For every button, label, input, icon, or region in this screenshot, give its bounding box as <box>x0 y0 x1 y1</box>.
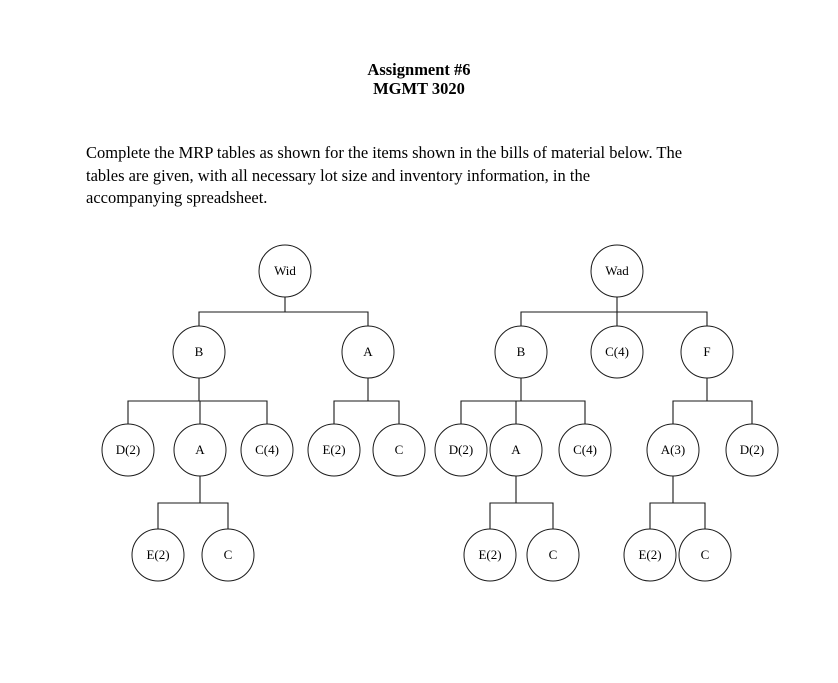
bom-node-wid-b-a: A <box>173 423 227 477</box>
bom-node-wad-b-c4: C(4) <box>558 423 612 477</box>
node-label-wid-b: B <box>195 344 204 359</box>
connector-wad-b-a <box>489 475 554 530</box>
node-circle-wid-b-a <box>173 423 227 477</box>
bom-node-wad-b-a-c: C <box>526 528 580 582</box>
bom-node-wid-root: Wid <box>258 244 312 298</box>
connector-wid-b-a <box>157 475 229 530</box>
node-label-wid-b-a: A <box>195 442 205 457</box>
node-circle-wid-a <box>341 325 395 379</box>
bom-node-wad-b-a: A <box>489 423 543 477</box>
node-circle-wad-f-a3-c <box>678 528 732 582</box>
node-circle-wid-b-a-c <box>201 528 255 582</box>
bom-node-wad-b-d2: D(2) <box>434 423 488 477</box>
instructions-text: Complete the MRP tables as shown for the… <box>86 143 683 207</box>
node-label-wad-b-a: A <box>511 442 521 457</box>
node-label-wad-b-a-e2: E(2) <box>478 547 501 562</box>
node-label-wad-b-d2: D(2) <box>449 442 474 457</box>
title-line-course: MGMT 3020 <box>373 79 465 98</box>
node-circle-wad-b-a-e2 <box>463 528 517 582</box>
connector-wid-a <box>333 377 400 425</box>
connector-wid-b <box>127 377 268 425</box>
node-circle-wad-f <box>680 325 734 379</box>
node-circle-wad-b-d2 <box>434 423 488 477</box>
connector-wad-f <box>672 377 753 425</box>
bom-node-wad-root: Wad <box>590 244 644 298</box>
node-label-wid-a-c: C <box>395 442 404 457</box>
connector-wad-b <box>460 377 586 425</box>
title-line-assignment: Assignment #6 <box>367 60 471 79</box>
bom-node-wad-b-a-e2: E(2) <box>463 528 517 582</box>
node-label-wad-f-a3: A(3) <box>661 442 686 457</box>
bom-node-wid-b-a-c: C <box>201 528 255 582</box>
bom-node-wid-b: B <box>172 325 226 379</box>
node-circle-wid-b-c4 <box>240 423 294 477</box>
node-circle-wid-a-e2 <box>307 423 361 477</box>
page-title: Assignment #6 MGMT 3020 <box>0 60 838 98</box>
bom-node-wad-f: F <box>680 325 734 379</box>
node-circle-wid-b-d2 <box>101 423 155 477</box>
node-circle-wad-root <box>590 244 644 298</box>
bom-node-wad-f-a3-c: C <box>678 528 732 582</box>
node-label-wid-b-a-c: C <box>224 547 233 562</box>
bom-node-wad-b: B <box>494 325 548 379</box>
node-circle-wad-b-c4 <box>558 423 612 477</box>
node-circle-wad-b-a-c <box>526 528 580 582</box>
node-label-wad-root: Wad <box>605 263 629 278</box>
bom-node-wid-b-d2: D(2) <box>101 423 155 477</box>
bom-node-wid-b-c4: C(4) <box>240 423 294 477</box>
node-label-wid-a: A <box>363 344 373 359</box>
node-label-wad-f-a3-e2: E(2) <box>638 547 661 562</box>
instructions-paragraph: Complete the MRP tables as shown for the… <box>86 142 686 210</box>
node-circle-wid-b-a-e2 <box>131 528 185 582</box>
node-label-wad-b-c4: C(4) <box>573 442 597 457</box>
bom-node-wad-f-a3: A(3) <box>646 423 700 477</box>
bom-node-wad-c4: C(4) <box>590 325 644 379</box>
node-circle-wad-c4 <box>590 325 644 379</box>
node-label-wid-b-a-e2: E(2) <box>146 547 169 562</box>
node-label-wad-b: B <box>517 344 526 359</box>
node-circle-wid-a-c <box>372 423 426 477</box>
bom-node-wid-a-e2: E(2) <box>307 423 361 477</box>
node-circle-wad-b-a <box>489 423 543 477</box>
node-label-wad-f-a3-c: C <box>701 547 710 562</box>
connector-wad-root <box>520 296 708 327</box>
connector-lines-layer <box>127 296 753 530</box>
node-circle-wad-f-a3-e2 <box>623 528 677 582</box>
connector-wad-f-a3 <box>649 475 706 530</box>
node-circle-wid-b <box>172 325 226 379</box>
node-circle-wad-f-d2 <box>725 423 779 477</box>
node-label-wid-b-d2: D(2) <box>116 442 141 457</box>
bom-node-wid-a: A <box>341 325 395 379</box>
node-circle-wid-root <box>258 244 312 298</box>
node-circle-wad-b <box>494 325 548 379</box>
node-label-wad-f-d2: D(2) <box>740 442 765 457</box>
node-label-wad-f: F <box>703 344 710 359</box>
node-label-wid-b-c4: C(4) <box>255 442 279 457</box>
bom-node-wid-b-a-e2: E(2) <box>131 528 185 582</box>
bom-node-wad-f-a3-e2: E(2) <box>623 528 677 582</box>
node-label-wad-c4: C(4) <box>605 344 629 359</box>
node-label-wad-b-a-c: C <box>549 547 558 562</box>
connector-wid-root <box>198 296 369 327</box>
bom-node-wid-a-c: C <box>372 423 426 477</box>
node-label-wid-root: Wid <box>274 263 296 278</box>
node-circle-wad-f-a3 <box>646 423 700 477</box>
bom-node-wad-f-d2: D(2) <box>725 423 779 477</box>
node-label-wid-a-e2: E(2) <box>322 442 345 457</box>
